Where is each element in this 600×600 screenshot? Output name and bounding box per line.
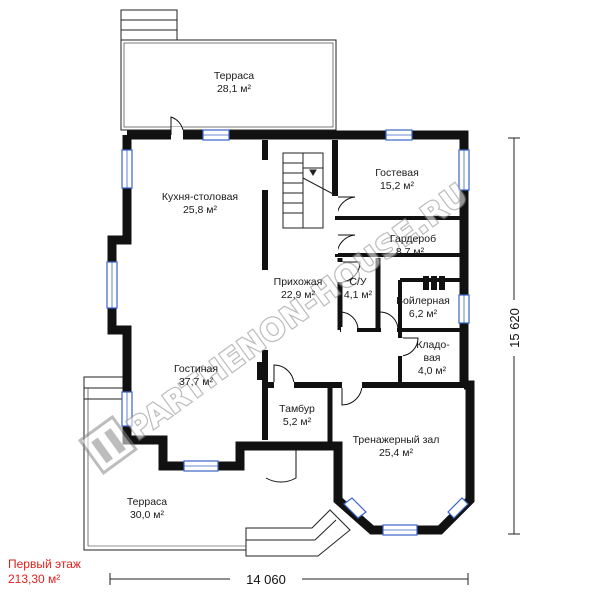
room-area: 5,2 м² — [283, 416, 312, 428]
room-name-cont: вая — [424, 352, 441, 364]
floor-title: Первый этаж — [8, 557, 81, 571]
window-gym-se — [447, 497, 469, 519]
room-area: 30,0 м² — [130, 509, 165, 521]
floor-total-area: 213,30 м² — [8, 572, 60, 586]
room-name: Тренажерный зал — [353, 434, 440, 446]
room-area: 15,2 м² — [380, 180, 415, 192]
bottom-terrace — [83, 376, 351, 557]
watermark: PARTHENON-HOUSE.RU PARTHENON-HOUSE.RU — [77, 175, 477, 475]
top-terrace-steps — [120, 9, 178, 41]
room-name: Бойлерная — [396, 295, 450, 307]
room-area: 25,8 м² — [183, 204, 218, 216]
staircase — [282, 152, 336, 229]
room-name: Терраса — [214, 70, 254, 82]
room-name: Прихожая — [274, 276, 323, 288]
room-area: 28,1 м² — [217, 83, 252, 95]
room-area: 8,7 м² — [396, 246, 425, 258]
room-area: 22,9 м² — [281, 289, 316, 301]
room-name: Терраса — [127, 496, 167, 508]
hall-column — [257, 362, 265, 380]
door-wc-lower — [339, 311, 359, 331]
room-labels: Терраса 28,1 м² Кухня-столовая 25,8 м² Г… — [127, 70, 450, 521]
door-entrance — [265, 448, 297, 483]
room-name: Кладо- — [416, 339, 450, 351]
room-area: 4,1 м² — [344, 289, 373, 301]
room-area: 25,4 м² — [379, 447, 414, 459]
room-name: Гардероб — [390, 233, 436, 245]
door-vestibule — [273, 364, 295, 386]
room-area: 6,2 м² — [409, 308, 438, 320]
door-gym — [341, 384, 363, 406]
boiler-equipment — [423, 276, 445, 290]
door-boiler — [379, 311, 399, 331]
depth-dimension-label: 15 620 — [507, 308, 522, 348]
bottom-terrace-ramp — [245, 509, 351, 557]
watermark-logo-icon — [77, 414, 138, 475]
width-dimension-label: 14 060 — [246, 572, 286, 587]
top-terrace-inner — [123, 42, 334, 128]
room-area: 37,7 м² — [179, 376, 214, 388]
room-name: Тамбур — [279, 403, 315, 415]
room-area: 4,0 м² — [418, 365, 447, 377]
door-wc — [340, 261, 361, 283]
window-gym-sw — [343, 497, 367, 519]
room-name: Гостевая — [375, 167, 419, 179]
door-terrace-top — [170, 116, 184, 135]
bottom-terrace-outline — [83, 377, 246, 551]
room-name: Кухня-столовая — [162, 191, 238, 203]
room-name: С/У — [349, 276, 367, 288]
room-name: Гостиная — [174, 363, 218, 375]
